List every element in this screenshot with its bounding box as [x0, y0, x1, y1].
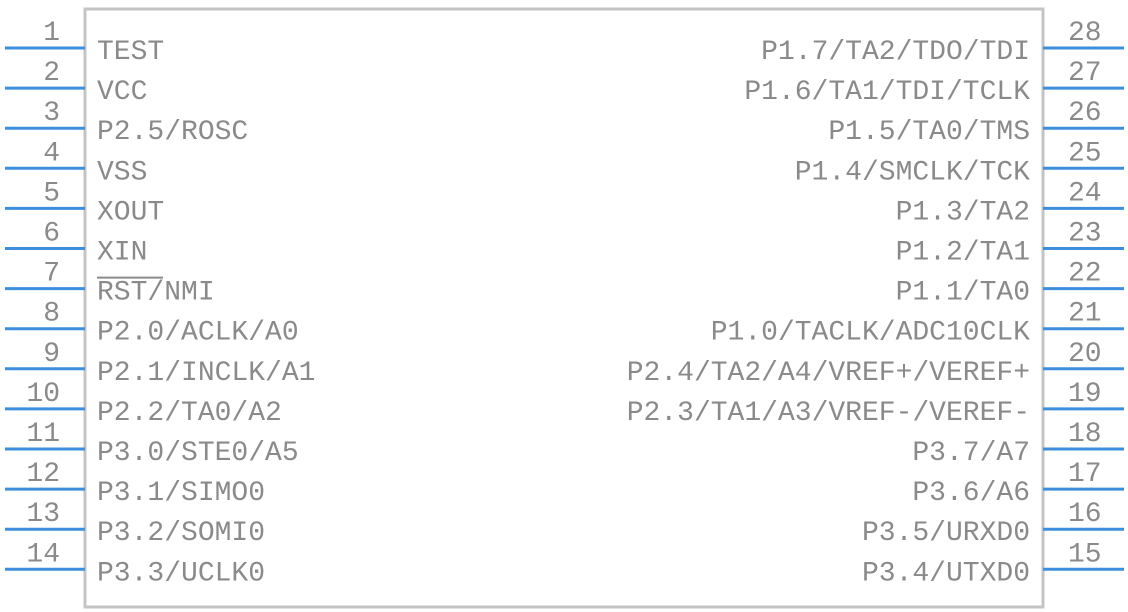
pin-label-20: P2.4/TA2/A4/VREF+/VEREF+ [627, 358, 1030, 389]
pin-label-21: P1.0/TACLK/ADC10CLK [711, 318, 1030, 349]
pin-number-10: 10 [26, 379, 60, 410]
pin-number-22: 22 [1068, 259, 1102, 290]
pin-label-24: P1.3/TA2 [896, 197, 1030, 228]
pin-number-27: 27 [1068, 58, 1102, 89]
pin-number-17: 17 [1068, 459, 1102, 490]
pin-label-2: VCC [97, 77, 147, 108]
pin-number-5: 5 [43, 178, 60, 209]
pin-label-19: P2.3/TA1/A3/VREF-/VEREF- [627, 398, 1030, 429]
pin-label-4: VSS [97, 157, 147, 188]
ic-body-outline [83, 7, 1045, 609]
pin-number-18: 18 [1068, 419, 1102, 450]
pin-number-3: 3 [43, 98, 60, 129]
pin-number-4: 4 [43, 138, 60, 169]
pin-label-25: P1.4/SMCLK/TCK [795, 157, 1030, 188]
pin-number-16: 16 [1068, 499, 1102, 530]
pin-number-12: 12 [26, 459, 60, 490]
pin-number-19: 19 [1068, 379, 1102, 410]
pin-number-15: 15 [1068, 539, 1102, 570]
pin-label-8: P2.0/ACLK/A0 [97, 318, 299, 349]
pin-number-14: 14 [26, 539, 60, 570]
pin-number-25: 25 [1068, 138, 1102, 169]
pin-label-15: P3.4/UTXD0 [862, 558, 1030, 589]
pin-label-22: P1.1/TA0 [896, 278, 1030, 309]
pin-label-3: P2.5/ROSC [97, 117, 248, 148]
pin-number-1: 1 [43, 18, 60, 49]
pin-number-7: 7 [43, 259, 60, 290]
pin-label-28: P1.7/TA2/TDO/TDI [761, 37, 1030, 68]
pin-label-14: P3.3/UCLK0 [97, 558, 265, 589]
pin-number-24: 24 [1068, 178, 1102, 209]
pin-number-13: 13 [26, 499, 60, 530]
pin-label-27: P1.6/TA1/TDI/TCLK [744, 77, 1030, 108]
pin-label-1: TEST [97, 37, 164, 68]
pin-number-9: 9 [43, 339, 60, 370]
pin-label-23: P1.2/TA1 [896, 238, 1030, 269]
pin-number-21: 21 [1068, 299, 1102, 330]
pin-number-2: 2 [43, 58, 60, 89]
pin-label-11: P3.0/STE0/A5 [97, 438, 299, 469]
pin-number-8: 8 [43, 299, 60, 330]
pin-label-10: P2.2/TA0/A2 [97, 398, 282, 429]
pin-label-6: XIN [97, 238, 147, 269]
pin-number-6: 6 [43, 219, 60, 250]
pin-label-13: P3.2/SOMI0 [97, 518, 265, 549]
pin-label-26: P1.5/TA0/TMS [828, 117, 1030, 148]
pin-number-26: 26 [1068, 98, 1102, 129]
pin-number-23: 23 [1068, 219, 1102, 250]
pin-label-12: P3.1/SIMO0 [97, 478, 265, 509]
pin-label-18: P3.7/A7 [912, 438, 1030, 469]
pin-label-7: RST/NMI [97, 278, 215, 309]
pin-label-17: P3.6/A6 [912, 478, 1030, 509]
pin-number-28: 28 [1068, 18, 1102, 49]
pin-number-11: 11 [26, 419, 60, 450]
pin-label-5: XOUT [97, 197, 164, 228]
pin-label-9: P2.1/INCLK/A1 [97, 358, 315, 389]
pin-number-20: 20 [1068, 339, 1102, 370]
pin-label-16: P3.5/URXD0 [862, 518, 1030, 549]
